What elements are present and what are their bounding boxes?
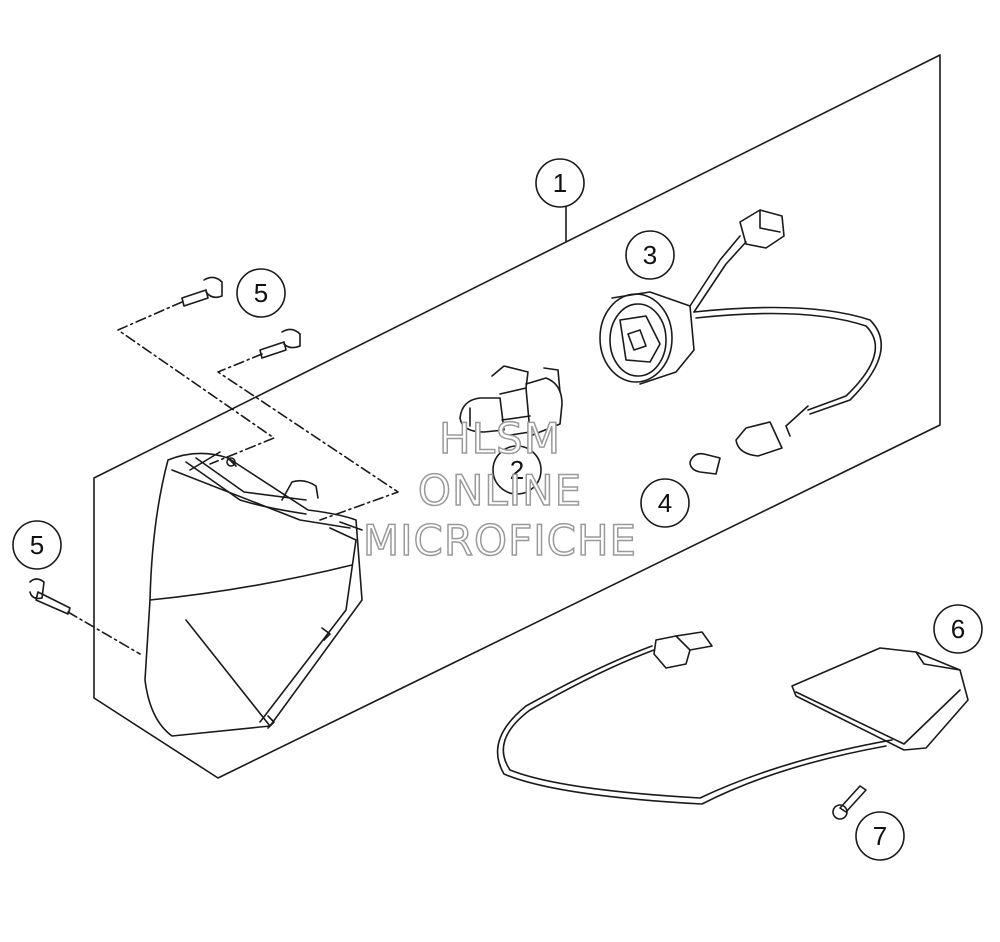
bolt-middle [259,328,301,359]
position-bulb [689,452,721,475]
callout-1-circle [535,158,585,208]
screw-small [832,785,867,820]
callout-4-circle [640,478,690,528]
callout-1-label: 1 [553,168,567,198]
callout-3-label: 3 [643,240,657,270]
callout-2-label: 2 [510,455,524,485]
callout-6-label: 6 [951,614,965,644]
callout-7-label: 7 [873,821,887,851]
bolt-left [29,578,71,615]
callout-2-circle [492,445,542,495]
callout-5a-circle [236,268,286,318]
callout-4-label: 4 [658,488,672,518]
headlight-housing [144,451,363,737]
assembly-lines [67,301,399,655]
bulb-socket-harness [599,209,883,457]
callout-7-circle [855,811,905,861]
callout-3-circle [625,230,675,280]
callout-5a-label: 5 [254,278,268,308]
bolt-upper [181,276,223,307]
callout-5b-circle [12,520,62,570]
callout-5b-label: 5 [30,530,44,560]
headlight-bulb [459,365,563,437]
assembly-frame [93,54,941,779]
led-position-light [496,631,969,805]
callout-6-circle [933,604,983,654]
